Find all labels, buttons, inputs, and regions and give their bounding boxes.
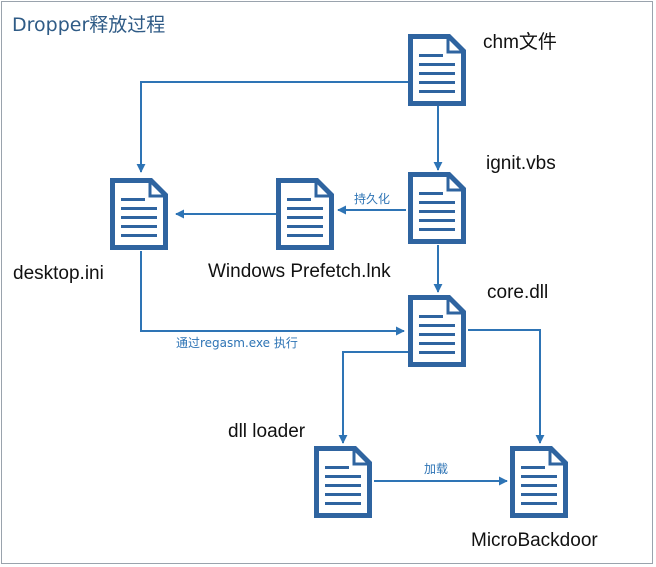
node-desktop-icon [108, 176, 170, 252]
edge-core-to-loader [338, 351, 408, 444]
node-chm-icon [406, 32, 468, 108]
edge-load-label: 加载 [424, 462, 449, 476]
node-loader-label: dll loader [228, 421, 306, 442]
edge-desktop-to-core [140, 251, 405, 336]
node-prefetch-icon [274, 176, 336, 252]
node-loader-icon [312, 444, 374, 520]
node-core-icon [406, 293, 468, 369]
edge-persist-label: 持久化 [354, 192, 391, 206]
node-desktop-label: desktop.ini [13, 263, 104, 284]
node-micro-label: MicroBackdoor [471, 530, 598, 551]
node-prefetch-label: Windows Prefetch.lnk [208, 261, 391, 282]
node-core-label: core.dll [487, 282, 549, 303]
node-chm-label: chm文件 [483, 32, 557, 53]
edge-regasm-label: 通过regasm.exe 执行 [176, 336, 298, 350]
edge-chm-to-desktop [136, 81, 408, 173]
node-ignit-label: ignit.vbs [486, 153, 556, 174]
diagram-title: Dropper释放过程 [12, 14, 166, 36]
edge-core-to-micro [468, 329, 545, 444]
node-micro-icon [508, 444, 570, 520]
node-ignit-icon [406, 170, 468, 246]
